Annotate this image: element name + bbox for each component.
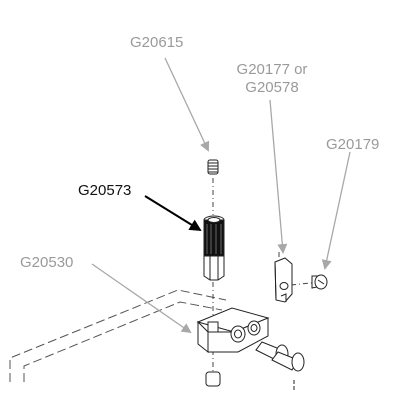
frame-outline bbox=[9, 289, 227, 382]
lower-stud-part bbox=[205, 371, 221, 387]
flat-head-screws bbox=[255, 341, 305, 392]
set-screw-part bbox=[207, 159, 219, 175]
label-g20573: G20573 bbox=[78, 182, 132, 199]
pan-screw-part bbox=[311, 274, 328, 290]
leader-g20179 bbox=[321, 151, 351, 270]
label-g20615: G20615 bbox=[130, 34, 184, 51]
label-g20179: G20179 bbox=[326, 136, 380, 153]
leader-g20177 bbox=[269, 99, 288, 254]
standoff-part bbox=[203, 215, 225, 281]
leader-g20615 bbox=[164, 57, 210, 152]
label-g20177-line1: G20177 or bbox=[236, 61, 308, 78]
bracket-part bbox=[274, 257, 293, 303]
label-g20530: G20530 bbox=[20, 254, 74, 271]
label-g20177-line2: G20578 bbox=[245, 79, 299, 96]
leader-g20530 bbox=[91, 263, 192, 334]
leader-arrows bbox=[91, 57, 351, 334]
leader-g20573 bbox=[144, 195, 202, 232]
mounting-block-part bbox=[196, 307, 270, 354]
